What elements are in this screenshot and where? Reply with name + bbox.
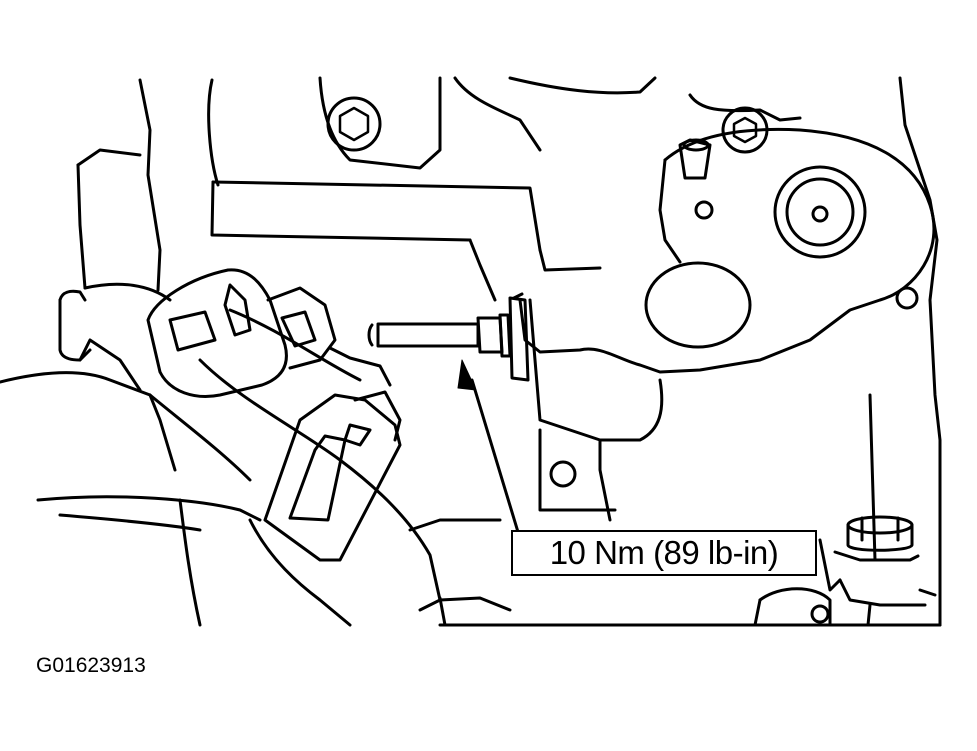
thermostat-housing [518,127,936,624]
hex-bolt-top-left [326,96,382,152]
hose-clamp [146,268,402,442]
hose-clamp-lower [263,393,402,562]
figure-id: G01623913 [36,654,146,677]
lower-bracket-bolt [818,515,920,592]
pointer-arrow [457,359,520,534]
bolt [367,292,530,382]
hose [0,148,442,627]
torque-callout: 10 Nm (89 lb-in) [511,530,817,576]
engine-block [138,76,942,627]
